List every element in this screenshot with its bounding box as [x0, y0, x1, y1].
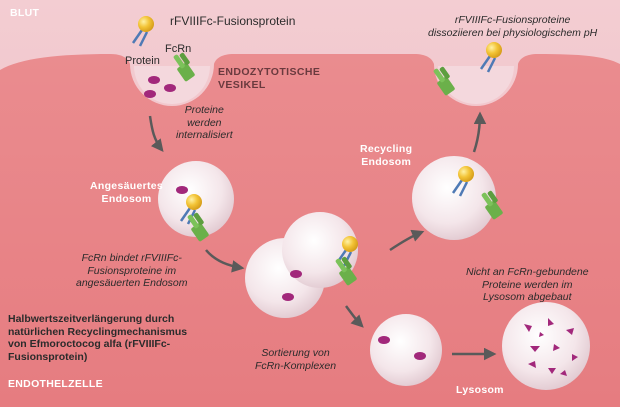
internalized-caption: Proteine werden internalisiert	[176, 104, 233, 142]
degraded-line-2: Proteine werden im	[482, 278, 573, 291]
recycling-endosome-label: Recycling Endosom	[360, 143, 412, 168]
protein-legend: Protein	[125, 55, 160, 67]
summary-line-3: von Efmoroctocog alfa (rFVIIIFc-	[8, 338, 171, 351]
protein-icon	[144, 90, 156, 98]
protein-icon	[282, 293, 294, 301]
recycling-endosome	[412, 156, 496, 240]
endocytic-vesicle-label: ENDOZYTOTISCHE VESIKEL	[218, 66, 320, 91]
fcrn-legend: FcRn	[165, 43, 192, 55]
fcrn-binds-caption: FcRn bindet rFVIIIFc- Fusionsproteine im…	[76, 252, 188, 290]
pit-right	[438, 66, 514, 104]
acidified-endosome-label: Angesäuertes Endosom	[90, 180, 163, 205]
internalized-line-3: internalisiert	[176, 129, 233, 142]
arrow-to-recycling	[389, 229, 425, 252]
dissociate-caption: rFVIIIFc-Fusionsproteine dissoziieren be…	[428, 14, 597, 39]
summary-text: Halbwertszeitverlängerung durch natürlic…	[8, 313, 187, 363]
internalized-line-2: werden	[187, 116, 222, 129]
protein-fragments	[524, 318, 578, 376]
arrow-to-sorting	[205, 249, 245, 273]
arrow-internalize	[148, 115, 164, 152]
arrow-to-exocytosis	[472, 111, 487, 153]
summary-line-2: natürlichen Recyclingmechanismus	[8, 325, 188, 338]
endothelial-cell-label: ENDOTHELZELLE	[8, 378, 103, 390]
protein-icon	[148, 76, 160, 84]
sorting-line-1: Sortierung von	[261, 347, 330, 359]
protein-icon	[378, 336, 390, 344]
fusion-protein-legend: rFVIIIFc-Fusionsprotein	[170, 14, 296, 28]
blood-label: BLUT	[10, 7, 40, 19]
sorted-vesicle	[370, 314, 442, 386]
degraded-line-1: Nicht an FcRn-gebundene	[466, 266, 589, 278]
arrow-to-lower-vesicle	[344, 305, 364, 328]
protein-icon	[164, 84, 176, 92]
degraded-line-3: Lysosom abgebaut	[483, 291, 572, 304]
sorting-line-2: FcRn-Komplexen	[255, 359, 337, 372]
flow-arrows	[148, 111, 497, 361]
protein-icon	[290, 270, 302, 278]
fcrn-binds-line-2: Fusionsproteine im	[87, 264, 177, 277]
lysosome	[502, 302, 590, 390]
lysosome-label: Lysosom	[456, 384, 504, 396]
dissociate-line-1: rFVIIIFc-Fusionsproteine	[454, 14, 571, 26]
protein-icon	[176, 186, 188, 194]
degraded-caption: Nicht an FcRn-gebundene Proteine werden …	[466, 266, 589, 304]
recycling-line-2: Endosom	[361, 155, 412, 168]
summary-line-1: Halbwertszeitverlängerung durch	[8, 313, 175, 325]
fcrn-binds-line-3: angesäuerten Endosom	[76, 277, 188, 290]
acidified-line-1: Angesäuertes	[90, 180, 164, 192]
sorting-vesicle-upper	[282, 212, 358, 288]
acidified-line-2: Endosom	[101, 192, 152, 205]
summary-line-4: Fusionsprotein)	[8, 350, 88, 363]
recycling-line-1: Recycling	[360, 143, 413, 155]
endocytic-vesicle-line-2: VESIKEL	[218, 78, 266, 91]
endocytic-vesicle-line-1: ENDOZYTOTISCHE	[218, 66, 321, 78]
internalized-line-1: Proteine	[184, 104, 224, 116]
dissociate-line-2: dissoziieren bei physiologischem pH	[428, 26, 598, 39]
fcrn-binds-line-1: FcRn bindet rFVIIIFc-	[81, 252, 182, 264]
sorting-caption: Sortierung von FcRn-Komplexen	[255, 347, 336, 372]
protein-icon	[414, 352, 426, 360]
